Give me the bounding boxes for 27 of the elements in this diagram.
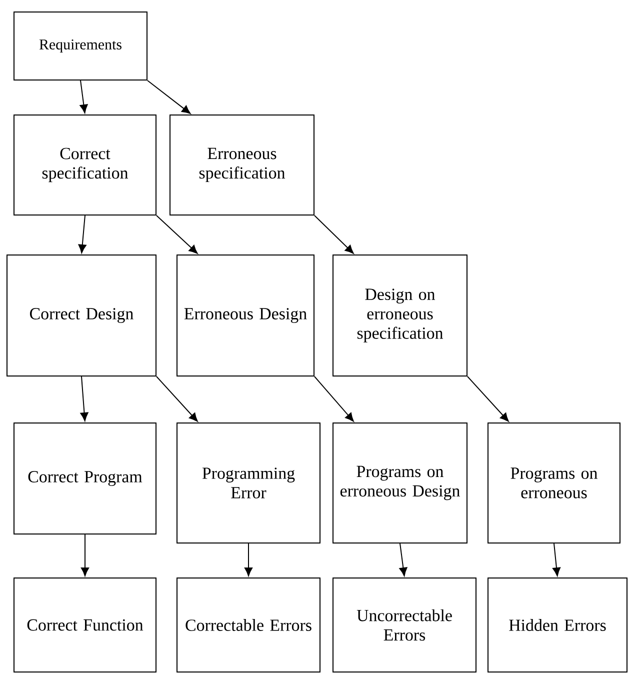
arrow	[156, 215, 198, 254]
process-box: Correct Program	[14, 422, 156, 534]
process-box: Design on erroneous specification	[332, 254, 468, 376]
process-box: Erroneous specification	[170, 114, 314, 216]
arrow	[467, 376, 509, 422]
process-box: Requirements	[14, 12, 148, 80]
process-box: Correct specification	[14, 114, 156, 216]
process-box: Programming Error	[176, 422, 320, 544]
process-box: Correct Design	[6, 254, 156, 376]
arrow	[80, 376, 88, 422]
arrow	[314, 376, 354, 422]
arrow	[244, 543, 253, 576]
arrow	[156, 376, 198, 422]
process-box: Programs on erroneous	[488, 422, 620, 544]
arrow	[399, 543, 408, 576]
process-box: Uncorrectable Errors	[332, 578, 476, 672]
arrow	[314, 215, 354, 254]
arrow	[80, 80, 88, 114]
arrow	[80, 534, 90, 576]
process-box: Hidden Errors	[488, 578, 628, 672]
process-box: Correct Function	[14, 578, 156, 672]
process-box: Erroneous Design	[176, 254, 314, 376]
process-box: Programs on erroneous Design	[332, 422, 468, 544]
arrow	[552, 543, 561, 576]
arrow	[78, 215, 86, 254]
arrow	[147, 80, 191, 114]
process-box: Correctable Errors	[176, 578, 320, 672]
